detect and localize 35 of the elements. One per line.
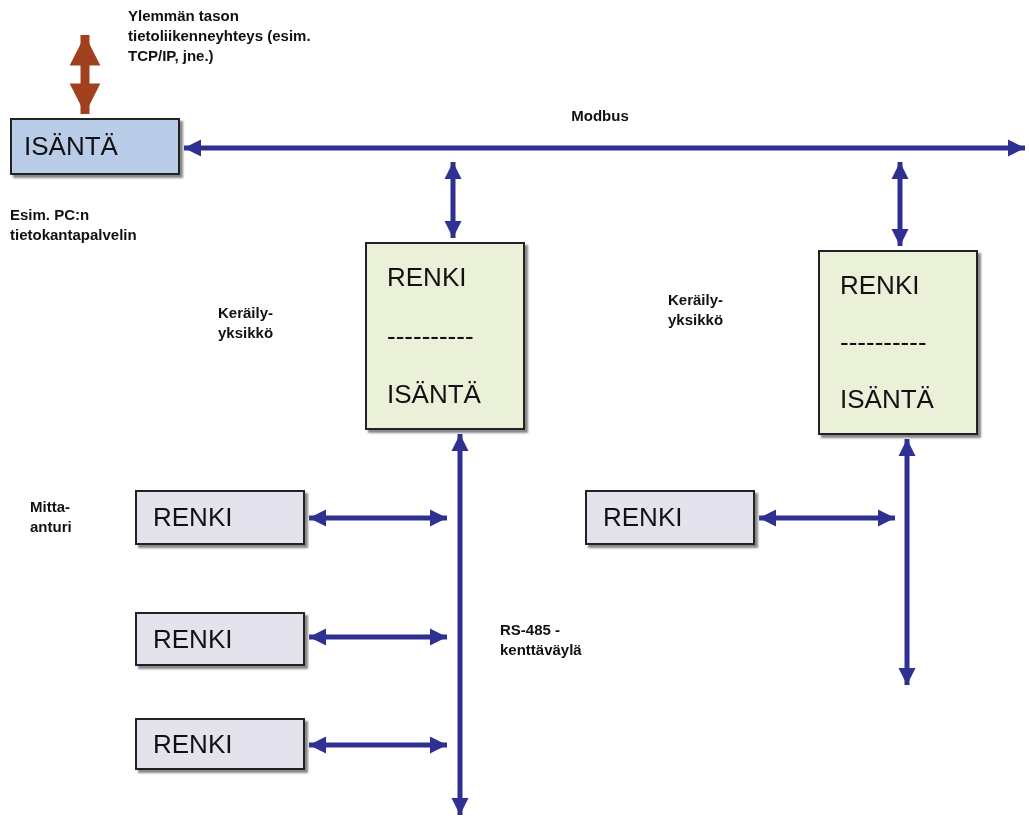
node-text: RENKI [153,728,233,760]
slave-box [135,612,305,666]
node-text: RENKI [840,270,920,301]
double-arrow [898,439,916,685]
collector-box [818,250,978,435]
double-arrow [444,162,462,238]
node-text: ISÄNTÄ [840,384,934,415]
node-text: RENKI [387,262,467,293]
slave-box [135,718,305,770]
node-text: ---------- [840,327,927,358]
node-text: ISÄNTÄ [24,131,118,162]
node-text: ISÄNTÄ [387,379,481,410]
label-text: Keräily- yksikkö [668,290,725,330]
double-arrow [451,434,469,815]
collector-box [365,242,525,430]
node-text: RENKI [603,502,683,533]
caption-text: Esim. PC:n tietokantapalvelin [10,205,138,245]
double-arrow [309,509,447,527]
edge-label: RS-485 - kenttäväylä [500,620,583,660]
double-arrow [69,35,101,114]
slave-box [585,490,755,545]
master-box [10,118,180,175]
double-arrow [759,509,895,527]
edge-label: Ylemmän tason tietoliikenneyhteys (esim. TCP/IP, jne.) [128,6,312,66]
double-arrow [309,736,447,754]
label-text: Mitta- anturi [30,497,73,537]
label-text: Keräily- yksikkö [218,303,275,343]
edge-label: Modbus [570,106,630,126]
node-text: RENKI [153,502,233,533]
double-arrow [309,628,447,646]
double-arrow [184,139,1025,157]
node-text: ---------- [387,320,474,352]
slave-box [135,490,305,545]
node-text: RENKI [153,623,233,655]
double-arrow [891,162,909,246]
